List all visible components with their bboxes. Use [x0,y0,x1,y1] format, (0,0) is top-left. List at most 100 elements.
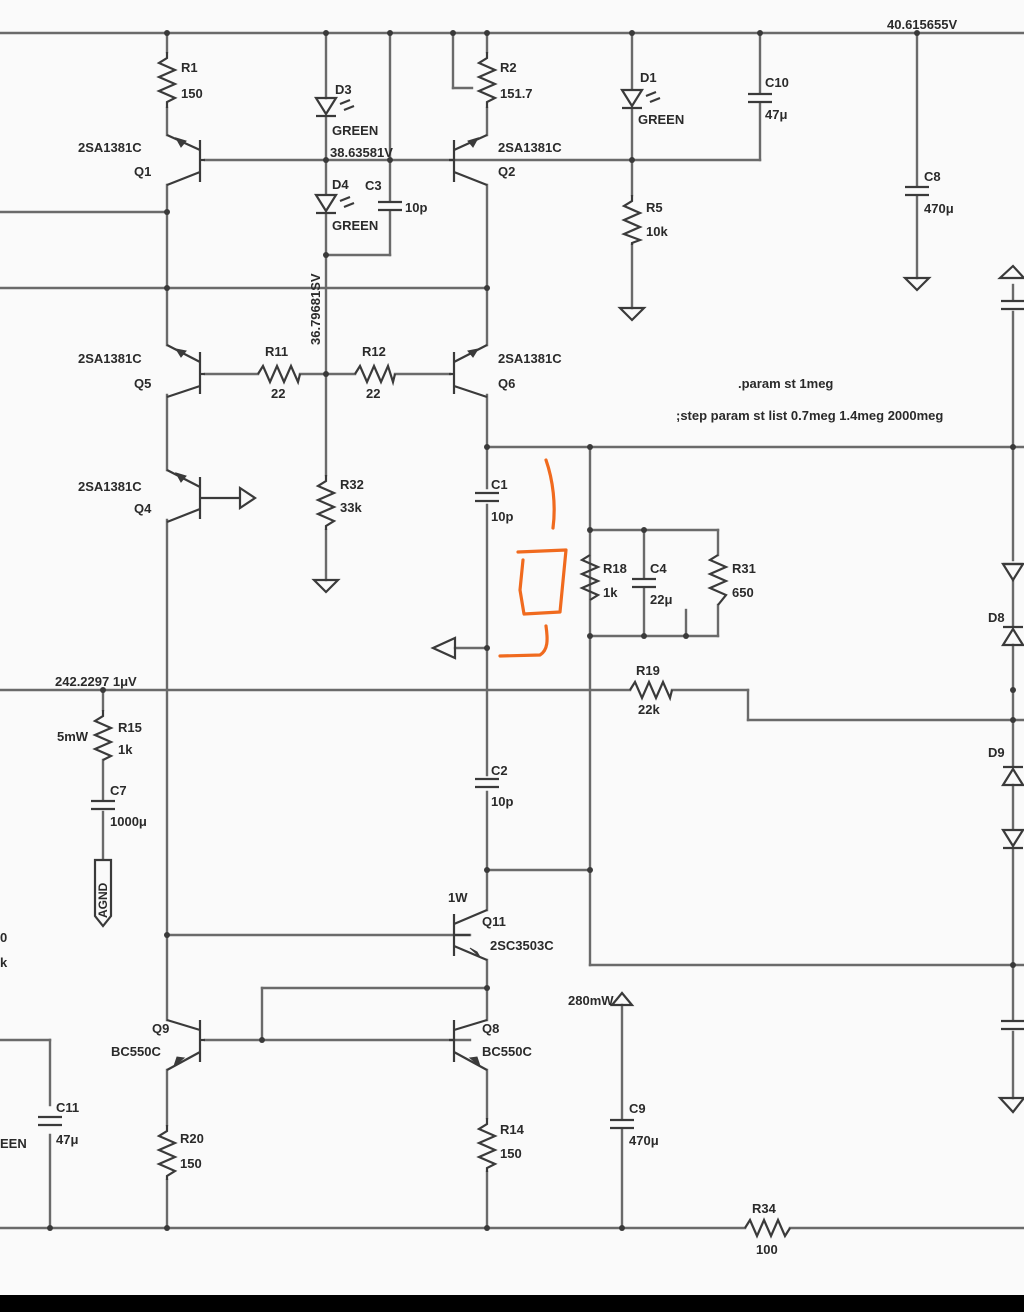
svg-text:2SC3503C: 2SC3503C [490,938,554,953]
svg-text:10p: 10p [491,794,513,809]
c11-capacitor: C11 47μ [38,1100,79,1147]
svg-text:650: 650 [732,585,754,600]
svg-text:C4: C4 [650,561,667,576]
svg-text:150: 150 [181,86,203,101]
r15-resistor: R15 1k 5mW [57,710,142,761]
ground-symbols [311,264,1024,1114]
svg-text:5mW: 5mW [57,729,89,744]
svg-text:.param st 1meg: .param st 1meg [738,376,833,391]
svg-text:R12: R12 [362,344,386,359]
r34-resistor: R34 100 [744,1201,791,1257]
q8-transistor: Q8 BC550C [449,1018,532,1071]
svg-text:C2: C2 [491,763,508,778]
svg-text:GREEN: GREEN [638,112,684,127]
svg-text:R5: R5 [646,200,663,215]
q9-transistor: Q9 BC550C [111,1018,205,1071]
svg-text:C3: C3 [365,178,382,193]
svg-text:10k: 10k [646,224,668,239]
r2-resistor: R2 151.7 [476,52,533,108]
svg-text:D4: D4 [332,177,349,192]
svg-text:R19: R19 [636,663,660,678]
svg-text:C7: C7 [110,783,127,798]
svg-text:;step param st list 0.7meg 1.: ;step param st list 0.7meg 1.4meg 2000me… [676,408,943,423]
svg-text:GREEN: GREEN [332,218,378,233]
svg-text:Q8: Q8 [482,1021,499,1036]
agnd-label: AGND [93,858,113,928]
net-labels: 40.615655V 38.63581V 36.79681SV 242.2297… [55,17,957,689]
q11-transistor: 1W Q11 2SC3503C [448,890,554,962]
svg-text:R31: R31 [732,561,756,576]
svg-text:1k: 1k [603,585,618,600]
right-edge-diodes: D8 D9 [988,562,1024,850]
r1-resistor: R1 150 [156,52,203,108]
svg-text:242.2297 1μV: 242.2297 1μV [55,674,137,689]
svg-text:Q1: Q1 [134,164,151,179]
svg-text:C11: C11 [56,1100,79,1115]
d3-led: D3 GREEN [314,82,378,138]
supply-branch-wires [630,31,919,310]
q4-transistor: 2SA1381C Q4 [78,469,257,524]
svg-text:150: 150 [500,1146,522,1161]
d4-led: D4 GREEN [314,177,378,233]
svg-text:Q11: Q11 [482,914,506,929]
svg-text:2SA1381C: 2SA1381C [78,140,142,155]
right-branch-wires [453,31,1024,1230]
svg-text:R20: R20 [180,1131,204,1146]
svg-text:R32: R32 [340,477,364,492]
svg-text:1000μ: 1000μ [110,814,147,829]
right-edge-capacitors [1001,299,1024,1031]
svg-text:C8: C8 [924,169,941,184]
svg-text:D1: D1 [640,70,657,85]
svg-text:2SA1381C: 2SA1381C [78,351,142,366]
r31-resistor: R31 650 [707,554,756,606]
svg-text:D9: D9 [988,745,1005,760]
svg-text:40.615655V: 40.615655V [887,17,957,32]
r18-resistor: R18 1k [579,554,627,601]
svg-text:33k: 33k [340,500,362,515]
svg-text:C1: C1 [491,477,508,492]
svg-text:D8: D8 [988,610,1005,625]
svg-text:1k: 1k [118,742,133,757]
svg-text:EEN: EEN [0,1136,27,1151]
svg-text:R34: R34 [752,1201,777,1216]
svg-text:BC550C: BC550C [111,1044,161,1059]
d1-led: D1 GREEN [620,70,684,127]
svg-text:470μ: 470μ [629,1133,659,1148]
svg-text:Q2: Q2 [498,164,515,179]
r12-resistor: R12 22 [354,344,397,401]
rc-network-wires [588,528,720,638]
c1-capacitor: C1 10p [475,477,513,524]
svg-text:280mW: 280mW [568,993,614,1008]
svg-text:22: 22 [366,386,380,401]
r19-resistor: R19 22k [629,663,674,717]
svg-text:100: 100 [756,1242,778,1257]
svg-text:R1: R1 [181,60,198,75]
svg-text:22: 22 [271,386,285,401]
svg-text:22k: 22k [638,702,660,717]
svg-text:1W: 1W [448,890,468,905]
c3-capacitor: C3 10p [365,178,427,215]
q1-transistor: 2SA1381C Q1 [78,133,205,187]
c7-capacitor: C7 1000μ [91,783,147,829]
svg-text:10p: 10p [491,509,513,524]
input-wires [0,688,1024,860]
svg-text:22μ: 22μ [650,592,672,607]
svg-text:36.79681SV: 36.79681SV [308,273,323,345]
c8-capacitor: C8 470μ [905,169,954,216]
output-arrow [430,636,457,660]
r11-resistor: R11 22 [257,344,302,401]
junction-dots [47,30,1016,1231]
svg-text:38.63581V: 38.63581V [330,145,393,160]
svg-text:R15: R15 [118,720,142,735]
svg-text:2SA1381C: 2SA1381C [498,351,562,366]
power-marker: 280mW [568,991,635,1008]
svg-text:0: 0 [0,930,7,945]
c9-capacitor: C9 470μ [610,1101,659,1148]
svg-text:R2: R2 [500,60,517,75]
svg-text:47μ: 47μ [765,107,787,122]
r32-resistor: R32 33k [315,475,364,530]
r14-resistor: R14 150 [476,1118,525,1172]
hand-drawn-annotation [498,458,568,658]
